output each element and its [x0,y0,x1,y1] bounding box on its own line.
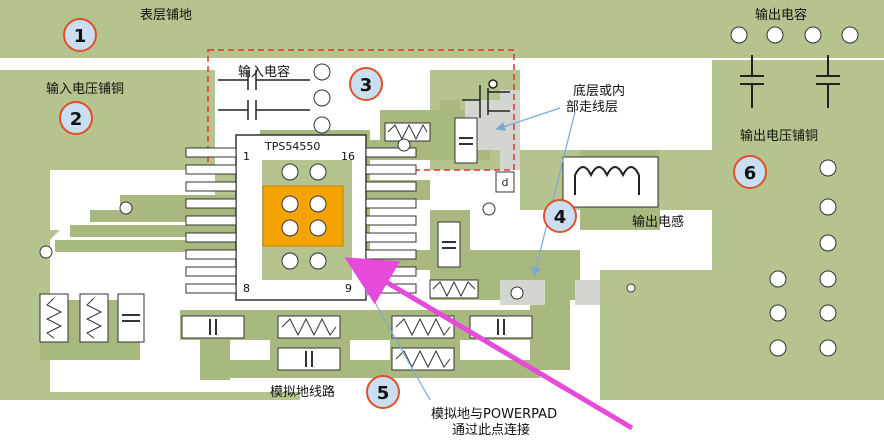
left-resistor-1 [39,293,69,343]
label-bottom-layer: 底层或内 [573,83,625,99]
label-bottom-layer-2: 部走线层 [566,100,618,115]
powerpad-arrow [344,257,634,431]
via-label-box [495,171,515,193]
label-output-inductor: 输出电感 [632,214,684,230]
pin-9-label: 9 [345,282,352,295]
svg-text:4: 4 [554,207,567,228]
powerpad [262,185,344,247]
output-copper-region [430,60,884,400]
bottom-capacitor-2 [469,315,533,339]
via-label: d [502,176,509,189]
bottom-resistor-1 [277,315,341,339]
label-analog-ground: 模拟地线路 [270,384,335,400]
svg-text:6: 6 [744,163,757,184]
svg-text:3: 3 [360,75,373,96]
powerpad-vias [281,163,327,270]
signal-vias [39,138,524,300]
output-inductor [562,156,659,208]
left-resistor-2 [79,293,109,343]
input-cap-zone [207,49,515,171]
pin-16-label: 16 [341,150,355,163]
output-copper-vias [626,159,837,357]
label-powerpad-2: 通过此点连接 [452,422,530,438]
input-cap-pads [313,63,331,134]
label-output-cap: 输出电容 [755,7,807,23]
input-copper-region [0,70,300,400]
output-capacitor-symbols [740,55,840,108]
marker-4: 4 [543,199,577,233]
pin-1-label: 1 [243,150,250,163]
resistor [384,122,431,142]
marker-6: 6 [733,155,767,189]
svg-text:1: 1 [74,26,87,47]
output-cap-vias [730,26,859,44]
switch-symbol [462,79,510,118]
components [39,55,840,371]
input-cap-symbols [218,70,310,120]
capacitor-vertical [454,117,478,164]
marker-5: 5 [366,375,400,409]
pin-8-label: 8 [243,282,250,295]
label-input-cap: 输入电容 [238,64,290,80]
svg-text:2: 2 [70,109,83,130]
callout-lines [365,107,576,401]
label-top-ground: 表层铺地 [140,8,192,23]
bottom-resistor-3 [391,347,455,371]
label-output-copper: 输出电压铺铜 [740,128,818,144]
label-input-copper: 输入电压铺铜 [46,81,124,97]
resistor-2 [429,279,479,299]
bottom-resistor-2 [391,315,455,339]
capacitor-vertical-2 [437,221,461,268]
chip-name: TPS54550 [264,140,320,153]
svg-text:5: 5 [377,383,390,404]
bottom-capacitor-1 [181,315,245,339]
marker-2: 2 [59,101,93,135]
ic-left-pins [185,147,237,294]
marker-1: 1 [63,18,97,52]
label-powerpad-1: 模拟地与POWERPAD [431,407,557,422]
ic-right-pins [365,147,417,294]
marker-3: 3 [349,67,383,101]
bottom-capacitor-3 [277,347,341,371]
left-capacitor [117,293,145,343]
